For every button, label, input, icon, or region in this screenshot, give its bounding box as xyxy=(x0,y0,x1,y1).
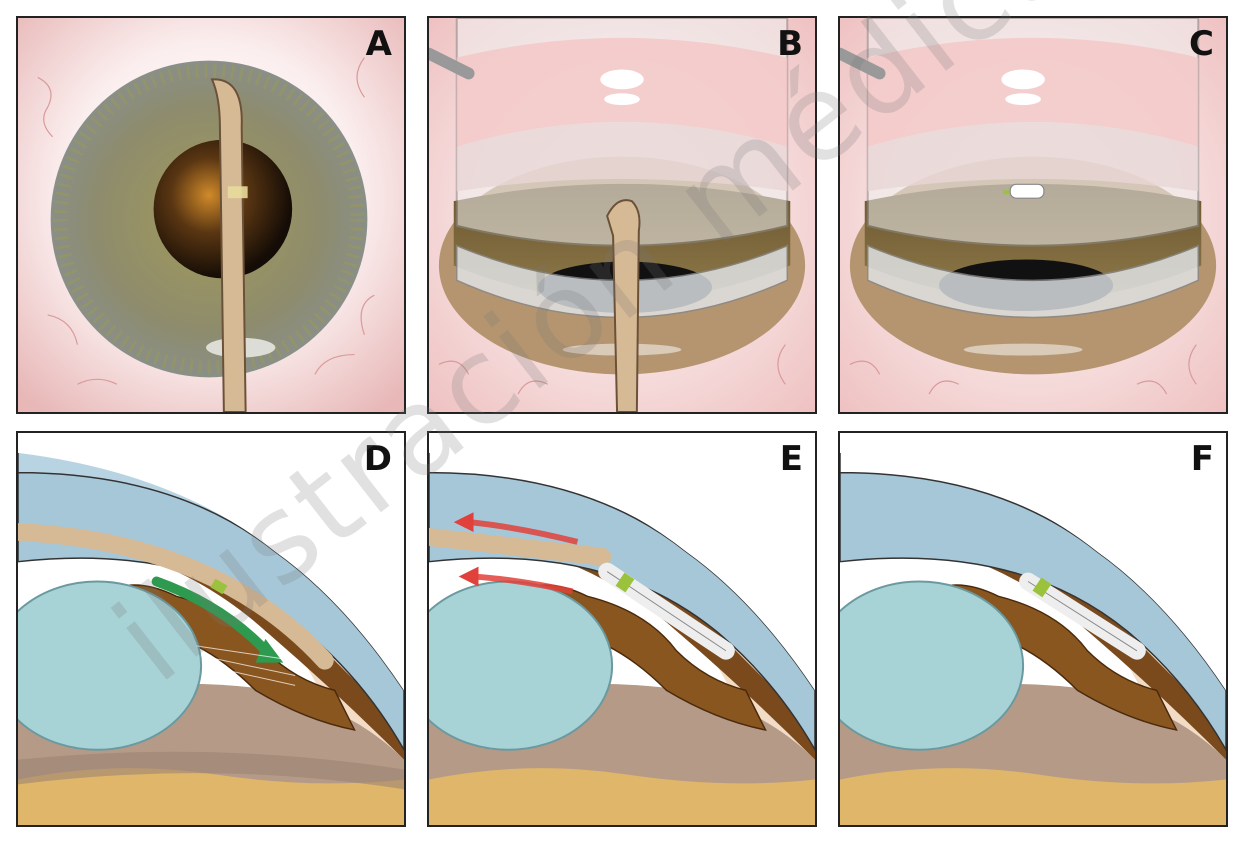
gonioscopy-view-illustration xyxy=(429,18,815,412)
panel-f: F xyxy=(838,431,1228,827)
frontal-eye-view-illustration xyxy=(18,18,404,412)
panel-d: D xyxy=(16,431,406,827)
panel-label-e: E xyxy=(779,439,803,479)
panel-a: A xyxy=(16,16,406,414)
panel-label-f: F xyxy=(1190,439,1214,479)
cross-section-implanted-illustration xyxy=(840,433,1226,825)
panel-label-d: D xyxy=(363,439,392,479)
panel-label-b: B xyxy=(777,24,803,64)
panel-label-a: A xyxy=(365,24,392,64)
cross-section-insertion-illustration xyxy=(18,433,404,825)
panel-c: C xyxy=(838,16,1228,414)
cross-section-withdrawal-illustration xyxy=(429,433,815,825)
panel-e: E xyxy=(427,431,817,827)
panel-label-c: C xyxy=(1189,24,1214,64)
panel-b: B xyxy=(427,16,817,414)
gonioscopy-implanted-view-illustration xyxy=(840,18,1226,412)
